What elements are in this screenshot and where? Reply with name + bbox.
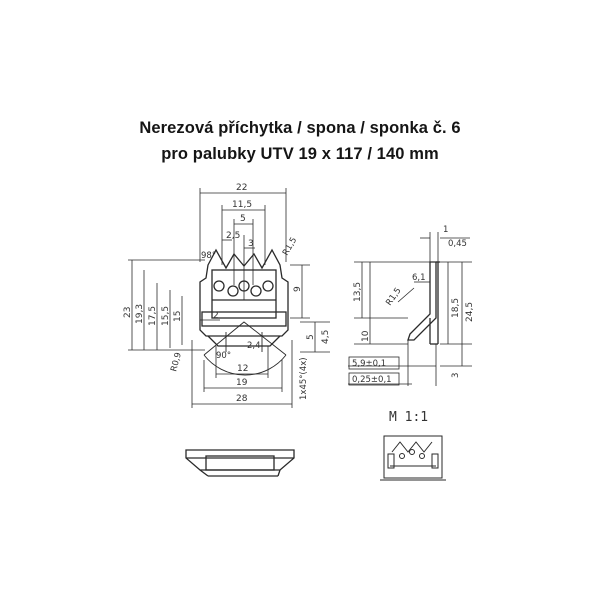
radius-label-r0-9: R0,9	[169, 351, 184, 372]
front-view-bottom-wedge	[203, 321, 287, 376]
dim-label-11-5: 11,5	[232, 200, 252, 210]
front-view-bottom-dimensions	[191, 319, 293, 408]
dim-label-2-4: 2,4	[247, 341, 261, 351]
dim-label-5-right: 5	[306, 334, 316, 340]
dim-label-19-3: 19,3	[135, 304, 145, 324]
radius-label-r1-5: R1,5	[281, 236, 299, 258]
dim-label-15-5: 15,5	[161, 306, 171, 326]
dim-label-4-5: 4,5	[321, 330, 331, 344]
tolerance-label-0-25: 0,25±0,1	[352, 375, 392, 385]
dim-label-2-5: 2,5	[226, 231, 240, 241]
front-view-outline	[199, 248, 289, 347]
dim-label-18-5: 18,5	[451, 298, 461, 318]
dim-label-0-45: 0,45	[448, 239, 467, 249]
dim-label-5: 5	[240, 214, 246, 224]
dim-label-1: 1	[443, 225, 448, 235]
dim-label-9: 9	[293, 286, 303, 292]
tolerance-box-0-25	[348, 372, 400, 386]
radius-label-side-r1-5: R1,5	[384, 286, 403, 308]
side-view: 1 0,45 6,1 R1,5 13,5 10 18,5 24,5 3 5,9±…	[348, 225, 475, 386]
tolerance-label-5-9: 5,9±0,1	[352, 359, 386, 369]
angle-label-98: 98°	[201, 251, 216, 261]
scale-label: M 1:1	[389, 410, 428, 425]
dim-label-22: 22	[236, 183, 247, 193]
front-view-left-dimensions	[128, 259, 205, 351]
bottom-view	[185, 449, 295, 477]
dim-label-3: 3	[248, 239, 254, 249]
dim-label-28: 28	[236, 394, 248, 404]
scale-sketch: M 1:1	[380, 410, 446, 481]
tolerance-box-5-9	[348, 356, 400, 370]
title-line-2: pro palubky UTV 19 x 117 / 140 mm	[161, 145, 439, 163]
chamfer-label: 1x45°(4x)	[299, 357, 309, 400]
dim-label-6-1: 6,1	[412, 273, 426, 283]
front-view-top-dimensions	[199, 188, 287, 300]
dim-label-12: 12	[237, 364, 248, 374]
dim-label-24-5: 24,5	[465, 302, 475, 322]
side-view-dimensions	[348, 232, 472, 386]
dim-label-17-5: 17,5	[148, 306, 158, 326]
front-view-right-dimensions	[290, 264, 330, 353]
angle-label-90: 90°	[216, 351, 231, 361]
dim-label-10: 10	[361, 330, 371, 342]
dim-label-2: 2	[213, 311, 219, 321]
title-line-1: Nerezová příchytka / spona / sponka č. 6	[139, 119, 461, 137]
dim-label-19: 19	[236, 378, 248, 388]
small-sketch	[380, 435, 446, 481]
dim-label-15: 15	[173, 311, 183, 322]
dim-label-13-5: 13,5	[353, 282, 363, 302]
dim-label-23: 23	[123, 307, 133, 318]
dim-label-3-side: 3	[451, 373, 461, 378]
front-view: 22 11,5 5 2,5 3 2 12 19 28 23 19,3 17,5 …	[123, 183, 331, 408]
